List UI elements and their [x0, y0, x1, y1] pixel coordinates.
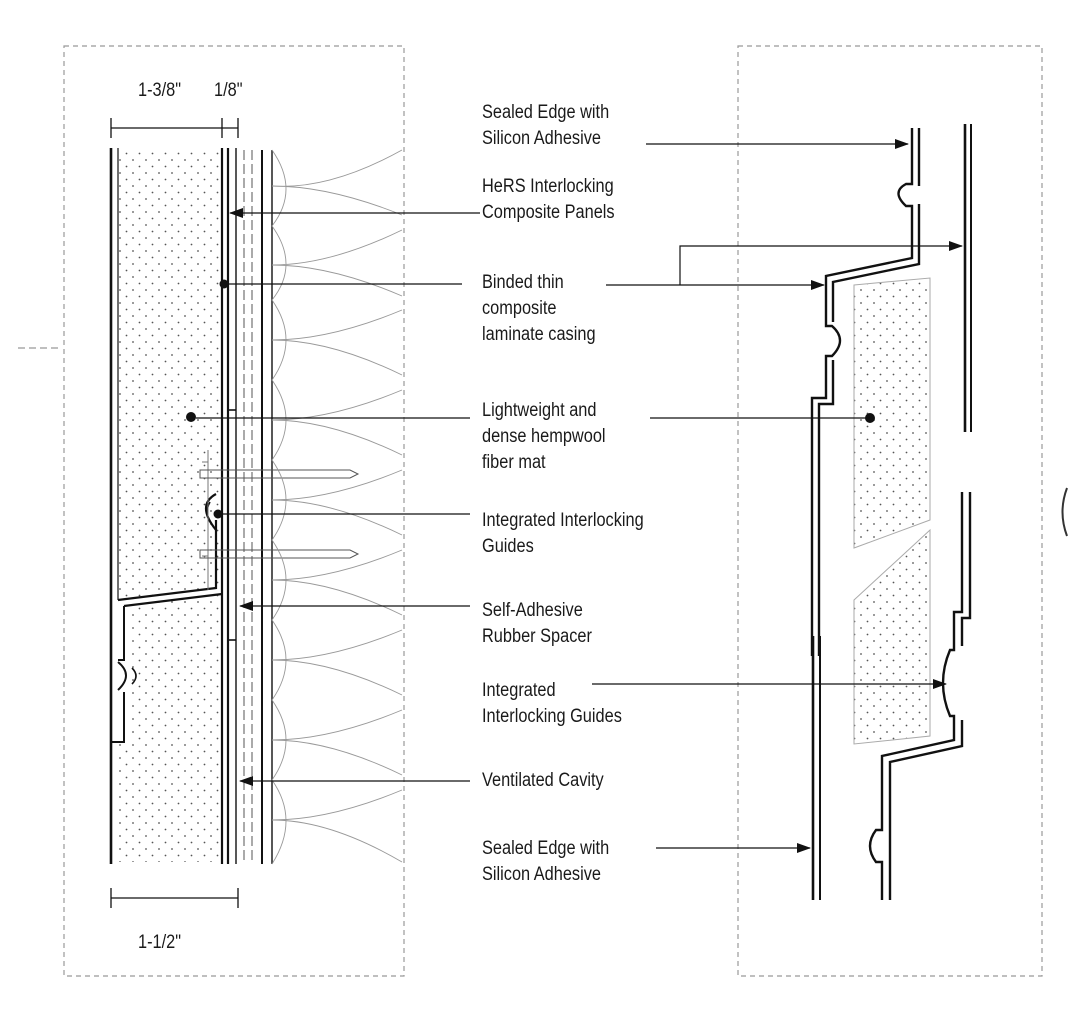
- right-detail-frame: [737, 45, 1043, 977]
- dim-bottom-line: [110, 888, 239, 908]
- left-leaders: [196, 208, 480, 786]
- right-leaders: [592, 139, 963, 853]
- label-ventilated-cavity: Ventilated Cavity: [482, 770, 604, 791]
- left-section: [109, 118, 403, 908]
- dim-spacer-thickness: 1/8": [214, 80, 243, 101]
- batt-insulation: [271, 149, 403, 865]
- edge-arc: [1061, 487, 1068, 537]
- right-section: [810, 124, 972, 900]
- dim-panel-thickness: 1-3/8": [138, 80, 182, 101]
- left-lower-hempwool: [118, 594, 222, 862]
- left-detail-frame: [63, 45, 405, 977]
- dim-top-line: [110, 118, 239, 138]
- dim-total-thickness: 1-1/2": [138, 932, 182, 953]
- left-upper-hempwool: [118, 150, 222, 600]
